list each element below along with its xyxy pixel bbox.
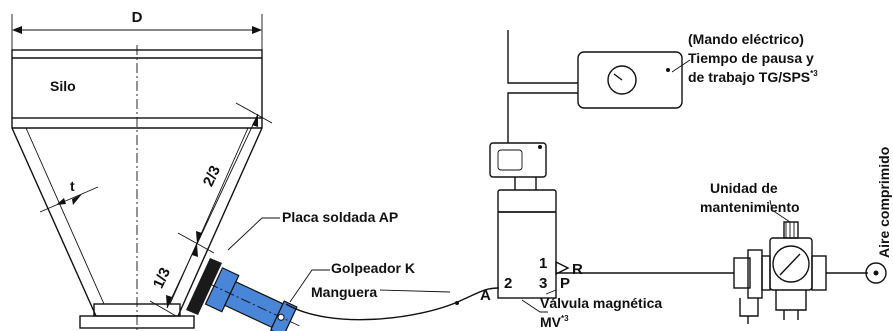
mando-label: (Mando eléctrico) (688, 31, 804, 47)
mv-label: MV*3 (540, 314, 569, 330)
pneumatic-hammer (204, 267, 302, 331)
golpeador-label: Golpeador K (331, 260, 415, 276)
maintenance-unit (733, 221, 827, 324)
placa-leader (227, 217, 280, 251)
port-2-label: 2 (504, 275, 512, 292)
golpeador-leader (289, 269, 330, 303)
aire-label: Aire comprimido (876, 147, 892, 258)
valvula-leader (521, 299, 548, 313)
dimension-d (11, 14, 263, 50)
solenoid-valve (489, 142, 570, 299)
port-3-label: 3 (539, 275, 547, 292)
placa-label: Placa soldada AP (282, 209, 398, 225)
valvula-label: Válvula magnética (540, 295, 662, 311)
silo-cone-left (11, 118, 97, 317)
two-thirds-label: 2/3 (200, 163, 224, 189)
dimension-thirds (149, 102, 273, 317)
port-a-label: A (480, 287, 491, 304)
dimension-t (39, 186, 99, 213)
air-inlet (865, 262, 887, 284)
port-r-label: R (572, 261, 583, 278)
welded-plate (186, 258, 222, 315)
dimension-d-label: D (132, 9, 143, 26)
tiempo-label-2: de trabajo TG/SPS*3 (688, 69, 818, 85)
dimension-t-label: t (70, 178, 75, 194)
one-third-label: 1/3 (150, 265, 174, 291)
manguera-label: Manguera (311, 284, 377, 300)
silo-label: Silo (50, 78, 76, 94)
port-p-label: P (560, 275, 570, 292)
timer-control (507, 30, 683, 143)
unidad-label-2: mantenimiento (700, 199, 800, 215)
unidad-leader (769, 199, 791, 223)
hose (285, 287, 500, 321)
tiempo-label-1: Tiempo de pausa y (688, 50, 814, 66)
unidad-label-1: Unidad de (710, 180, 778, 196)
port-1-label: 1 (539, 255, 547, 272)
silo (11, 45, 263, 331)
